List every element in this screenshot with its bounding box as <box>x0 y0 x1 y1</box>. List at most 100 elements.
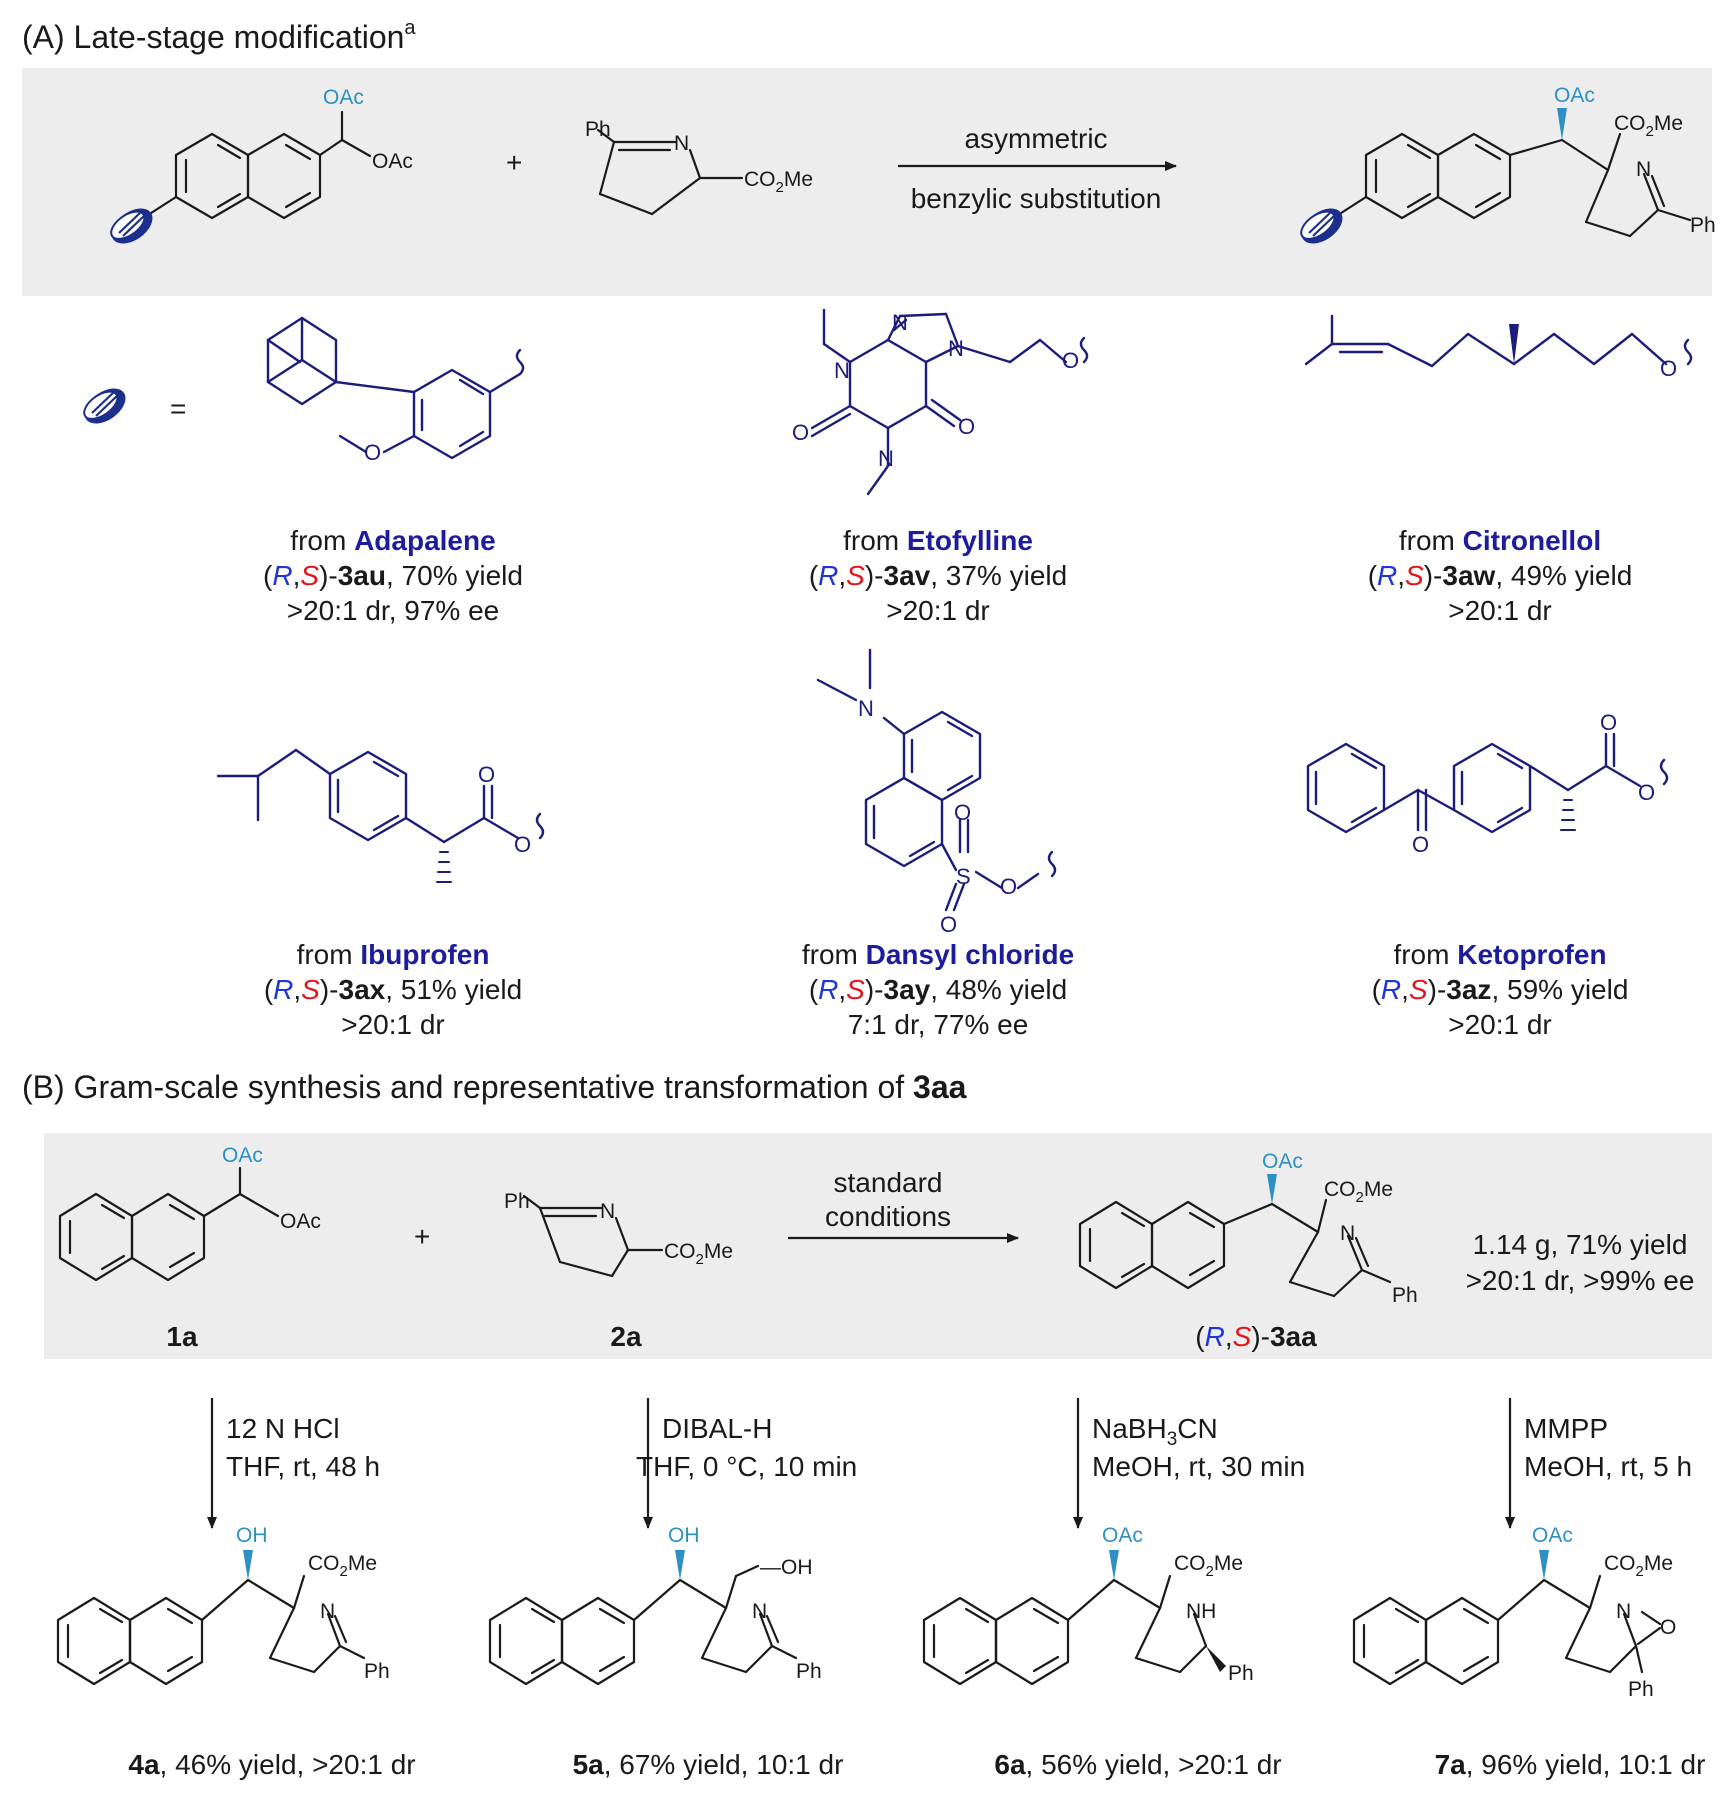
svg-text:MeOH, rt, 5 h: MeOH, rt, 5 h <box>1524 1451 1692 1482</box>
dansyl-o-ester: O <box>1000 874 1017 899</box>
svg-text:OAc: OAc <box>1262 1150 1303 1173</box>
citronellol-wedge <box>1509 324 1519 364</box>
label-1a: 1a <box>166 1321 198 1352</box>
svg-text:Ph: Ph <box>796 1660 822 1683</box>
svg-text:7:1 dr, 77% ee: 7:1 dr, 77% ee <box>848 1009 1029 1040</box>
label-2a: 2a <box>610 1321 642 1352</box>
co2me-label: CO2Me <box>744 168 813 196</box>
svg-text:from Adapalene: from Adapalene <box>290 525 495 556</box>
compound-3aa: OAc CO2Me N Ph (R,S)-3aa <box>1078 1150 1418 1352</box>
section-a-reaction-box <box>22 68 1712 296</box>
svg-text:7a, 96% yield, 10:1 dr: 7a, 96% yield, 10:1 dr <box>1435 1749 1706 1780</box>
svg-text:from Citronellol: from Citronellol <box>1399 525 1601 556</box>
svg-text:THF, rt, 48 h: THF, rt, 48 h <box>226 1451 380 1482</box>
dansyl-s: S <box>956 864 971 889</box>
svg-text:MeOH, rt, 30 min: MeOH, rt, 30 min <box>1092 1451 1305 1482</box>
etofylline-caption: from Etofylline (R,S)-3av, 37% yield >20… <box>809 525 1067 626</box>
product-n: N <box>1636 158 1651 181</box>
etofylline-n-top: N <box>892 310 908 335</box>
svg-text:(R,S)-3aw, 49% yield: (R,S)-3aw, 49% yield <box>1368 560 1633 591</box>
dansyl-n: N <box>858 696 874 721</box>
arrow-b-top-2: conditions <box>825 1201 951 1232</box>
svg-text:CO2Me: CO2Me <box>664 1240 733 1268</box>
equals-sign: = <box>170 393 186 424</box>
svg-text:N: N <box>752 1600 767 1623</box>
arrow-top-label: asymmetric <box>964 123 1107 154</box>
svg-text:CO2Me: CO2Me <box>308 1552 377 1580</box>
section-a-product: OAc CO2Me N Ph <box>1294 84 1716 252</box>
svg-text:from Etofylline: from Etofylline <box>843 525 1033 556</box>
product-co2me: CO2Me <box>1614 112 1683 140</box>
section-a-starting-material: OAc OAc <box>104 86 413 252</box>
ibuprofen-structure <box>216 748 545 883</box>
section-a-title: (A) Late-stage modificationa <box>22 17 416 55</box>
dansyl-o-top: O <box>954 800 971 825</box>
compound-2a: Ph N CO2Me 2a <box>504 1190 733 1352</box>
svg-text:DIBAL-H: DIBAL-H <box>662 1413 772 1444</box>
svg-text:(R,S)-3ay, 48% yield: (R,S)-3ay, 48% yield <box>809 974 1067 1005</box>
plus-sign-b: + <box>414 1221 430 1252</box>
etofylline-o-right: O <box>958 414 975 439</box>
ketoprofen-structure <box>1306 732 1669 834</box>
svg-text:from Ibuprofen: from Ibuprofen <box>297 939 490 970</box>
etofylline-n-left: N <box>834 358 850 383</box>
svg-text:Ph: Ph <box>1228 1662 1254 1685</box>
svg-text:>20:1 dr: >20:1 dr <box>886 595 990 626</box>
adapalene-structure <box>266 316 525 460</box>
svg-text:Ph: Ph <box>1392 1284 1418 1307</box>
svg-text:NaBH3CN: NaBH3CN <box>1092 1413 1218 1450</box>
svg-text:5a, 67% yield, 10:1 dr: 5a, 67% yield, 10:1 dr <box>573 1749 844 1780</box>
svg-text:12 N HCl: 12 N HCl <box>226 1413 340 1444</box>
dansyl-o-bottom: O <box>940 912 957 937</box>
svg-text:—OH: —OH <box>760 1556 813 1579</box>
ketoprofen-o-ester: O <box>1638 780 1655 805</box>
label-3aa: (R,S)-3aa <box>1195 1321 1317 1352</box>
citronellol-caption: from Citronellol (R,S)-3aw, 49% yield >2… <box>1368 525 1633 626</box>
svg-text:N: N <box>320 1600 335 1623</box>
svg-text:>20:1 dr: >20:1 dr <box>341 1009 445 1040</box>
ketoprofen-o-carbonyl: O <box>1600 710 1617 735</box>
svg-text:OH: OH <box>236 1524 268 1547</box>
svg-text:N: N <box>1616 1600 1631 1623</box>
ketoprofen-caption: from Ketoprofen (R,S)-3az, 59% yield >20… <box>1372 939 1629 1040</box>
svg-text:THF, 0 °C, 10 min: THF, 0 °C, 10 min <box>636 1451 857 1482</box>
svg-text:from Dansyl chloride: from Dansyl chloride <box>802 939 1074 970</box>
oac-side-label: OAc <box>372 150 413 173</box>
product-oac: OAc <box>1554 84 1595 107</box>
plus-sign: + <box>506 147 522 178</box>
citronellol-structure <box>1304 314 1693 368</box>
ibuprofen-o-ester: O <box>514 832 531 857</box>
svg-text:>20:1 dr, 97% ee: >20:1 dr, 97% ee <box>287 595 500 626</box>
dansyl-caption: from Dansyl chloride (R,S)-3ay, 48% yiel… <box>802 939 1074 1040</box>
etofylline-o-chain: O <box>1062 348 1079 373</box>
compound-1a: OAc OAc 1a <box>58 1144 321 1352</box>
svg-text:N: N <box>1340 1222 1355 1245</box>
section-a-pyrroline: Ph N CO2Me <box>585 118 813 216</box>
svg-text:OH: OH <box>668 1524 700 1547</box>
svg-text:N: N <box>600 1200 615 1223</box>
dansyl-structure <box>816 648 1057 912</box>
svg-text:OAc: OAc <box>1532 1524 1573 1547</box>
ibuprofen-o-carbonyl: O <box>478 762 495 787</box>
svg-text:CO2Me: CO2Me <box>1174 1552 1243 1580</box>
etofylline-structure <box>810 308 1089 496</box>
svg-text:CO2Me: CO2Me <box>1324 1178 1393 1206</box>
gram-result-1: 1.14 g, 71% yield <box>1473 1229 1688 1260</box>
etofylline-n-right: N <box>948 336 964 361</box>
ph-label: Ph <box>585 118 611 141</box>
svg-text:from Ketoprofen: from Ketoprofen <box>1393 939 1606 970</box>
svg-text:(R,S)-3az, 59% yield: (R,S)-3az, 59% yield <box>1372 974 1629 1005</box>
n-label: N <box>674 132 689 155</box>
svg-text:(R,S)-3av, 37% yield: (R,S)-3av, 37% yield <box>809 560 1067 591</box>
etofylline-o-left: O <box>792 420 809 445</box>
svg-text:MMPP: MMPP <box>1524 1413 1608 1444</box>
arrow-b-top-1: standard <box>834 1167 943 1198</box>
svg-text:6a, 56% yield, >20:1 dr: 6a, 56% yield, >20:1 dr <box>994 1749 1281 1780</box>
gram-result-2: >20:1 dr, >99% ee <box>1466 1265 1695 1296</box>
svg-text:CO2Me: CO2Me <box>1604 1552 1673 1580</box>
adapalene-caption: from Adapalene (R,S)-3au, 70% yield >20:… <box>263 525 523 626</box>
